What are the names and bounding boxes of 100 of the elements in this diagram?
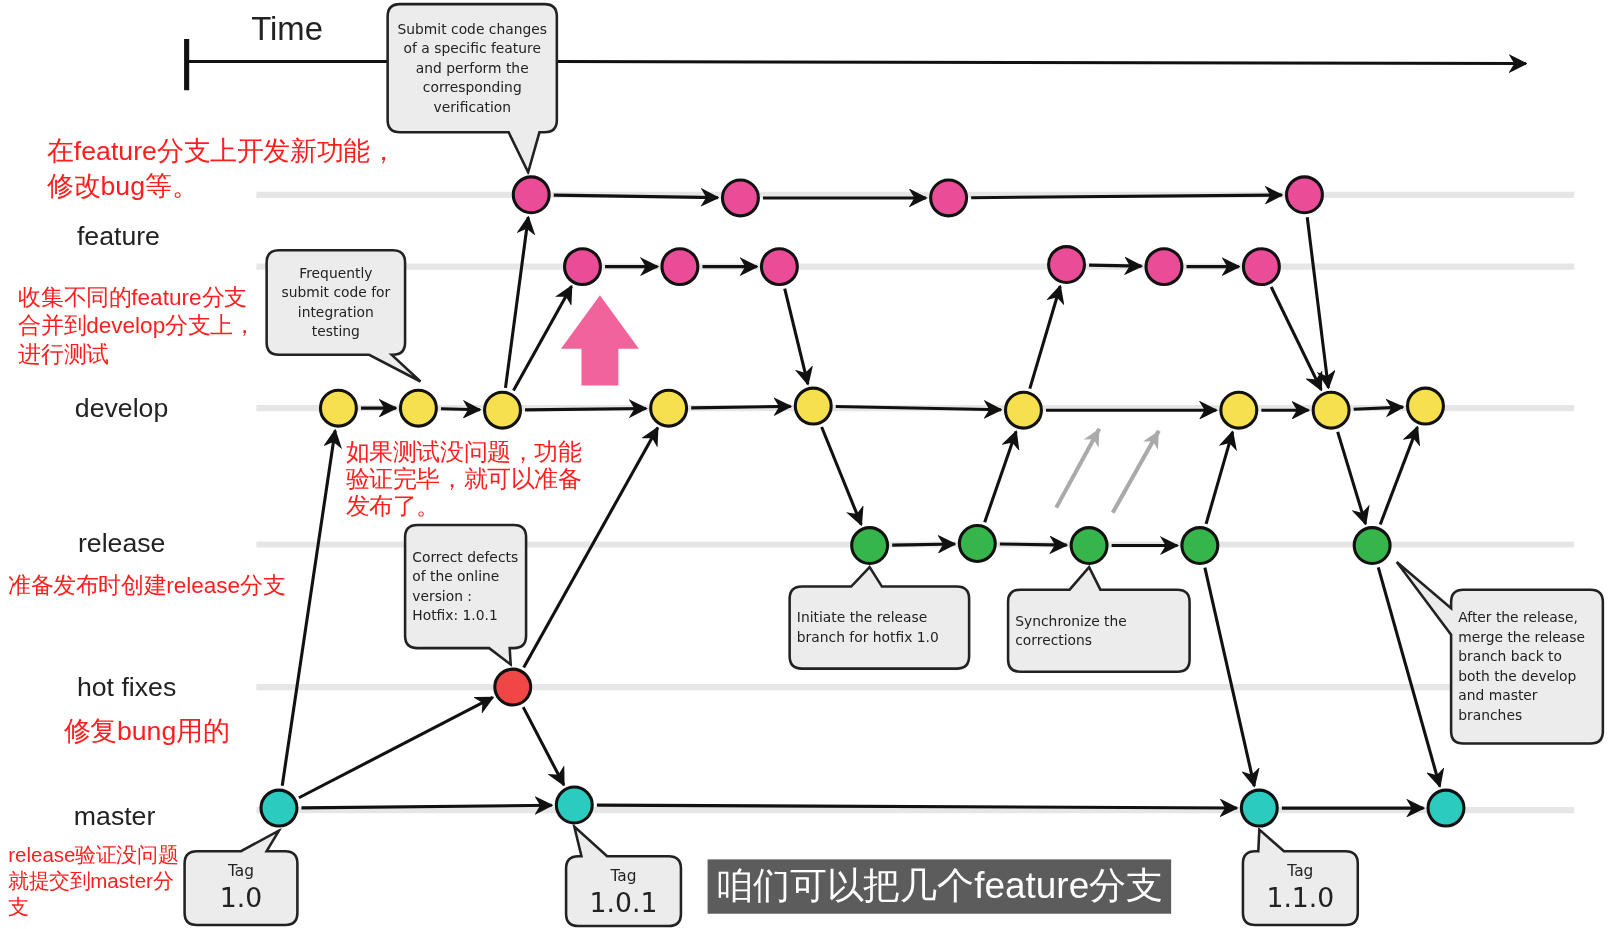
- commit-circle: [554, 785, 594, 825]
- arrow: [1089, 257, 1143, 275]
- branch-label: master: [73, 799, 156, 832]
- commit-circle: [1405, 386, 1445, 426]
- commit-circle: [1311, 390, 1351, 430]
- commit-circle: [850, 526, 890, 566]
- commit-circle: [1069, 526, 1109, 566]
- commit-circle: [493, 667, 533, 707]
- arrow: [1269, 286, 1323, 391]
- branch-label: release: [77, 527, 166, 559]
- annotation-text: release验证没问题就提交到master分支: [8, 843, 180, 920]
- arrow: [783, 288, 813, 385]
- arrow: [1376, 566, 1444, 788]
- arrow: [280, 429, 342, 786]
- speech-bubble: [385, 2, 559, 175]
- tag-bubble: [1240, 827, 1360, 928]
- commit-circle: [1144, 247, 1184, 287]
- arrow: [596, 799, 1238, 817]
- arrow: [521, 706, 566, 786]
- arrow: [1305, 217, 1335, 389]
- arrow: [525, 400, 647, 418]
- commit-circle: [1047, 245, 1086, 285]
- annotation-text: 收集不同的feature分支合并到develop分支上，进行测试: [18, 283, 257, 370]
- arrow: [1186, 258, 1240, 276]
- arrow: [971, 186, 1283, 204]
- commit-circle: [957, 524, 997, 563]
- branch-label: feature: [76, 220, 160, 253]
- arrow: [1204, 431, 1237, 525]
- arrow: [1353, 399, 1404, 417]
- arrow: [999, 536, 1068, 554]
- arrow: [1203, 567, 1260, 787]
- arrow: [301, 796, 553, 814]
- annotation-text: 如果测试没问题，功能验证完毕，就可以准备发布了。: [345, 438, 583, 519]
- speech-bubble: [787, 565, 972, 671]
- version-number: 1.0: [218, 881, 264, 913]
- commit-circle: [1241, 247, 1281, 287]
- arrow: [835, 401, 1002, 418]
- commit-circle: [318, 388, 358, 428]
- version-number: 1.0.1: [588, 887, 659, 918]
- tag-bubble: [182, 828, 300, 928]
- commit-circle: [398, 388, 438, 428]
- annotation-text: 在feature分支上开发新功能，修改bug等。: [47, 134, 398, 203]
- callout-text: Synchronize the corrections: [1014, 611, 1128, 651]
- version-number: 1.1.0: [1265, 881, 1336, 913]
- arrow: [553, 188, 719, 206]
- tag-label: Tag: [1286, 861, 1315, 880]
- commit-circle: [1284, 175, 1324, 215]
- arrow: [1281, 799, 1425, 817]
- commit-circle: [563, 247, 602, 287]
- branch-label: develop: [74, 392, 169, 425]
- commit-circle: [929, 178, 969, 218]
- commit-circle: [1219, 390, 1259, 430]
- commit-circle: [483, 390, 522, 430]
- arrow: [503, 216, 535, 389]
- arrow: [1261, 401, 1310, 419]
- commit-circle: [660, 247, 700, 287]
- callout-text: After the release, merge the release branch back to both the develop and master branches: [1457, 608, 1587, 725]
- arrow: [440, 400, 481, 418]
- commit-circle: [1180, 526, 1220, 566]
- commit-circle: [759, 247, 799, 287]
- callout-text: Initiate the release branch for hotfix 1.0: [795, 608, 940, 648]
- commit-circle: [1426, 788, 1466, 828]
- arrow: [522, 427, 659, 669]
- speech-bubble: [1394, 559, 1605, 746]
- speech-bubble: [1006, 565, 1192, 674]
- arrow: [1028, 285, 1064, 389]
- arrow: [298, 696, 494, 800]
- branch-label: hot fixes: [76, 671, 177, 704]
- arrow: [605, 258, 659, 276]
- arrow: [763, 189, 927, 207]
- arrow: [892, 535, 956, 553]
- callout-text: Correct defects of the online version : Hotfix: 1.0.1: [411, 547, 520, 626]
- commit-circle: [1003, 390, 1043, 430]
- tag-label: Tag: [609, 866, 638, 885]
- arrow: [702, 258, 758, 276]
- arrow: [820, 426, 864, 526]
- commit-circle: [793, 386, 833, 426]
- commit-circle: [511, 175, 551, 215]
- arrow: [361, 399, 397, 417]
- tag-label: Tag: [226, 861, 255, 880]
- arrow: [1046, 401, 1217, 419]
- arrow: [1336, 431, 1370, 525]
- commit-circle: [259, 788, 299, 828]
- commit-circle: [1239, 788, 1279, 828]
- arrow: [1378, 426, 1420, 526]
- tag-bubble: [564, 824, 683, 929]
- arrow: [691, 398, 792, 416]
- arrow: [1111, 537, 1179, 555]
- subtitle-caption: 咱们可以把几个feature分支: [707, 859, 1172, 914]
- commit-circle: [649, 388, 689, 428]
- axis-title: Time: [251, 10, 323, 49]
- arrow: [512, 285, 573, 392]
- annotation-text: 修复bung用的: [63, 714, 230, 749]
- commit-circle: [720, 178, 760, 218]
- callout-text: Frequently submit code for integration testing: [280, 263, 392, 342]
- arrow: [983, 430, 1020, 523]
- commit-circle: [1352, 526, 1392, 566]
- speech-bubble: [403, 523, 529, 667]
- speech-bubble: [264, 248, 423, 384]
- annotation-text: 准备发布时创建release分支: [8, 571, 286, 600]
